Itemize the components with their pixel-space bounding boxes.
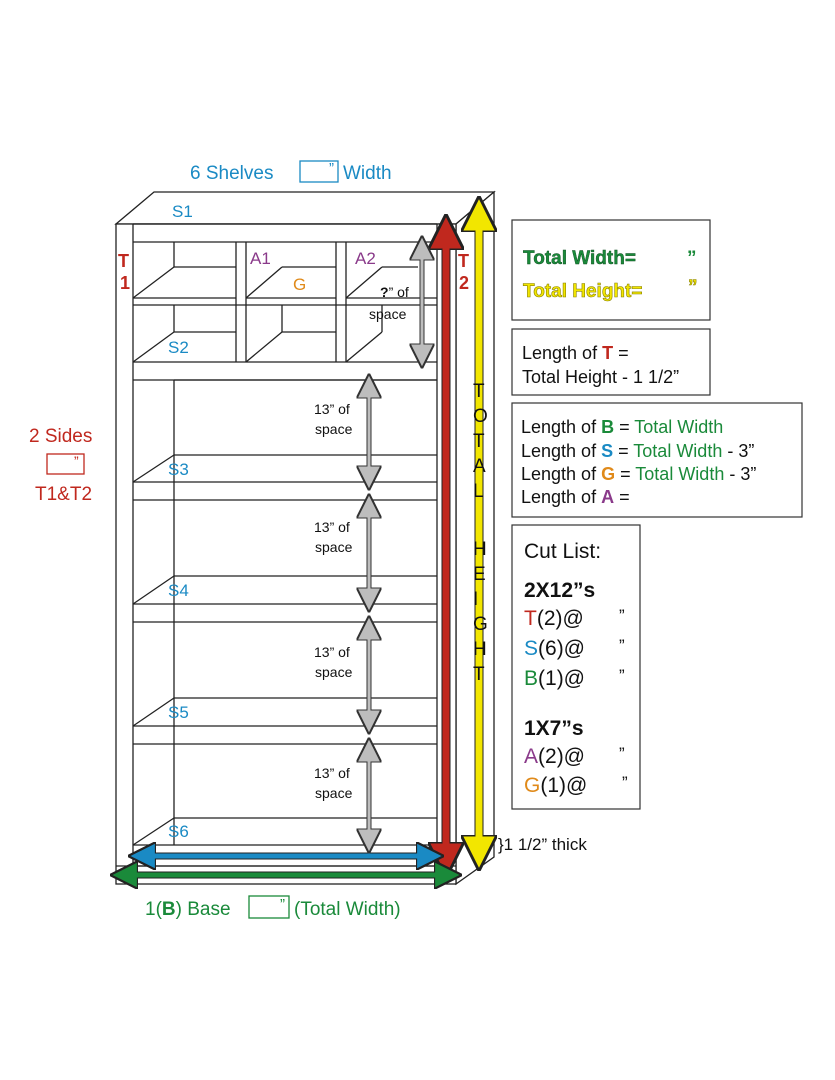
total-width-quote: ”	[687, 248, 697, 269]
top-space-note-line2: space	[369, 306, 407, 322]
front-frame	[115, 223, 457, 885]
svg-text:Total Height=: Total Height=	[523, 281, 642, 302]
totals-box: Total Width= ” Total Height= ”	[511, 219, 711, 321]
cut-list-title: Cut List:	[524, 540, 601, 563]
total-height-letter: E	[473, 564, 486, 585]
length-g-line: Length of G = Total Width - 3”	[521, 464, 756, 484]
total-width-label: Total Width=	[523, 248, 636, 269]
cut-list-box: Cut List: 2X12”s T(2)@ ” S(6)@ ” B(1)@ ”…	[511, 524, 641, 810]
cut-b-quote: ”	[619, 666, 625, 685]
label-s6: S6	[168, 822, 189, 841]
spacing-arrows	[369, 248, 422, 841]
total-height-quote: ”	[688, 277, 698, 298]
svg-text:Length of T =: Length of T =	[522, 343, 629, 363]
label-a1: A1	[250, 249, 271, 268]
lengths-box: Length of B = Total Width Length of S = …	[511, 402, 803, 518]
cut-s-row: S(6)@	[524, 637, 585, 660]
label-t2-letter: T	[458, 251, 469, 271]
space-note-2b: space	[315, 539, 353, 555]
thickness-note: }1 1/2” thick	[498, 835, 587, 854]
cut-list-group-1x7: 1X7”s	[524, 717, 584, 740]
label-a2: A2	[355, 249, 376, 268]
total-height-letter: T	[473, 381, 485, 402]
label-s5: S5	[168, 703, 189, 722]
total-height-letter: H	[473, 539, 487, 560]
label-s3: S3	[168, 460, 189, 479]
cut-list-group-2x12: 2X12”s	[524, 579, 595, 602]
space-note-4: 13” of	[314, 765, 350, 781]
total-height-letter: I	[473, 589, 478, 610]
total-height-letter: G	[473, 614, 488, 635]
cut-g-row: G(1)@	[524, 774, 587, 797]
total-height-letter: L	[473, 481, 484, 502]
shelves-width-quote: ”	[329, 160, 334, 177]
cut-a-row: A(2)@	[524, 745, 585, 768]
label-t2-number: 2	[459, 273, 469, 293]
total-height-letter: T	[473, 431, 485, 452]
shelves-label: 6 Shelves	[190, 163, 273, 184]
cut-t-row: T(2)@	[524, 607, 584, 630]
total-height-letter: T	[473, 664, 485, 685]
length-s-line: Length of S = Total Width - 3”	[521, 441, 754, 461]
bookshelf	[114, 190, 496, 886]
cut-a-quote: ”	[619, 744, 625, 763]
space-note-1: 13” of	[314, 401, 350, 417]
total-height-letter: H	[473, 639, 487, 660]
space-note-4b: space	[315, 785, 353, 801]
cut-s-quote: ”	[619, 636, 625, 655]
label-t1-letter: T	[118, 251, 129, 271]
length-t-box: Length of T = Total Height - 1 1/2”	[511, 328, 711, 396]
shelves-width-label: Width	[343, 163, 392, 184]
base-total-width-label: (Total Width)	[294, 899, 401, 920]
label-t1-number: 1	[120, 273, 130, 293]
total-height-letter: O	[473, 406, 488, 427]
svg-text:Total Width=: Total Width=	[523, 248, 636, 269]
cut-g-quote: ”	[622, 773, 628, 792]
space-note-3: 13” of	[314, 644, 350, 660]
base-label: 1(B) Base	[145, 899, 231, 920]
space-note-1b: space	[315, 421, 353, 437]
total-height-letter: A	[473, 456, 486, 477]
length-b-line: Length of B = Total Width	[521, 417, 723, 437]
base-width-input[interactable]	[248, 895, 290, 919]
space-note-3b: space	[315, 664, 353, 680]
top-space-note: ?” of	[380, 284, 409, 300]
total-height-label: Total Height=	[523, 281, 642, 302]
sides-length-input[interactable]	[46, 453, 85, 475]
cut-t-quote: ”	[619, 606, 625, 625]
sides-labels: T1&T2	[35, 484, 92, 505]
length-a-line: Length of A =	[521, 487, 630, 507]
base-width-quote: ”	[280, 896, 285, 913]
sides-title: 2 Sides	[29, 426, 92, 447]
length-t-formula: Total Height - 1 1/2”	[522, 367, 679, 387]
space-note-2: 13” of	[314, 519, 350, 535]
shelves-width-input[interactable]	[299, 160, 339, 183]
label-s4: S4	[168, 581, 189, 600]
cut-b-row: B(1)@	[524, 667, 585, 690]
label-g: G	[293, 275, 306, 294]
label-s1: S1	[172, 202, 193, 221]
sides-length-quote: ”	[74, 453, 79, 469]
label-s2: S2	[168, 338, 189, 357]
